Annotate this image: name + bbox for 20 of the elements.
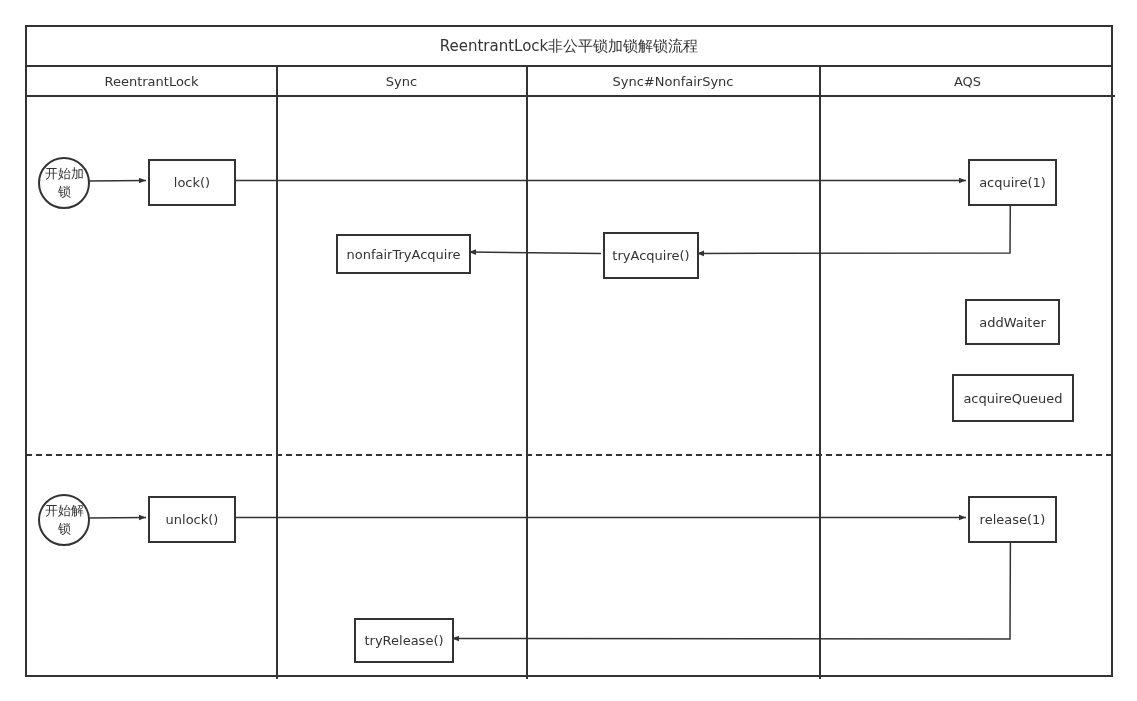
- process-box: unlock(): [148, 496, 236, 543]
- start-circle: 开始加锁: [38, 157, 90, 209]
- process-box: acquireQueued: [952, 374, 1074, 422]
- process-box: tryAcquire(): [603, 232, 699, 279]
- process-box: acquire(1): [968, 159, 1057, 206]
- swimlane: [27, 67, 278, 679]
- process-box: tryRelease(): [354, 618, 454, 663]
- lane-header: AQS: [820, 67, 1115, 97]
- pool-title: ReentrantLock非公平锁加锁解锁流程: [27, 27, 1111, 67]
- swimlane: [527, 67, 821, 679]
- lane-header: ReentrantLock: [27, 67, 276, 97]
- swimlane: [277, 67, 528, 679]
- process-box: addWaiter: [965, 299, 1060, 345]
- process-box: lock(): [148, 159, 236, 206]
- lane-header: Sync#NonfairSync: [527, 67, 819, 97]
- process-box: release(1): [968, 496, 1057, 543]
- start-circle: 开始解锁: [38, 494, 90, 546]
- lane-header: Sync: [277, 67, 526, 97]
- swimlane-pool: [25, 25, 1113, 677]
- process-box: nonfairTryAcquire: [336, 234, 471, 274]
